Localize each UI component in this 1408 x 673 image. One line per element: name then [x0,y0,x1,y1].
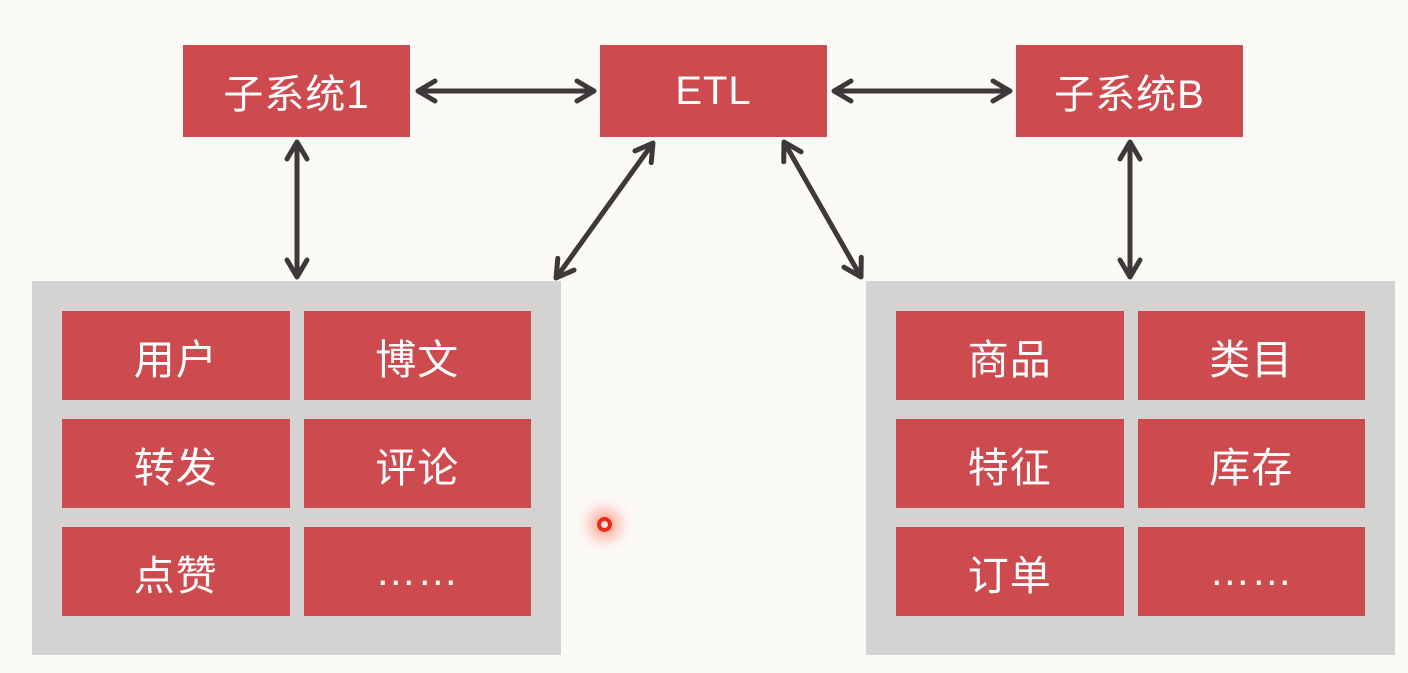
table-box-inventory: 库存 [1137,419,1365,508]
table-box-users: 用户 [62,311,290,400]
node-subsystem1: 子系统1 [183,45,410,137]
laser-pointer-dot [597,517,612,532]
table-box-features: 特征 [896,419,1124,508]
arrow-etl-leftgroup [553,140,656,281]
table-box-ellipsis-right: …… [1137,527,1365,616]
table-box-categories: 类目 [1137,311,1365,400]
table-box-orders: 订单 [896,527,1124,616]
left-table-group: 用户 博文 转发 评论 点赞 …… [32,281,561,655]
node-subsystemB: 子系统B [1016,45,1243,137]
arrow-etl-rightgroup [781,139,864,280]
node-etl: ETL [600,45,827,137]
table-box-products: 商品 [896,311,1124,400]
table-box-posts: 博文 [303,311,531,400]
table-box-reposts: 转发 [62,419,290,508]
table-box-likes: 点赞 [62,527,290,616]
table-box-ellipsis-left: …… [303,527,531,616]
table-box-comments: 评论 [303,419,531,508]
right-table-group: 商品 类目 特征 库存 订单 …… [866,281,1395,655]
